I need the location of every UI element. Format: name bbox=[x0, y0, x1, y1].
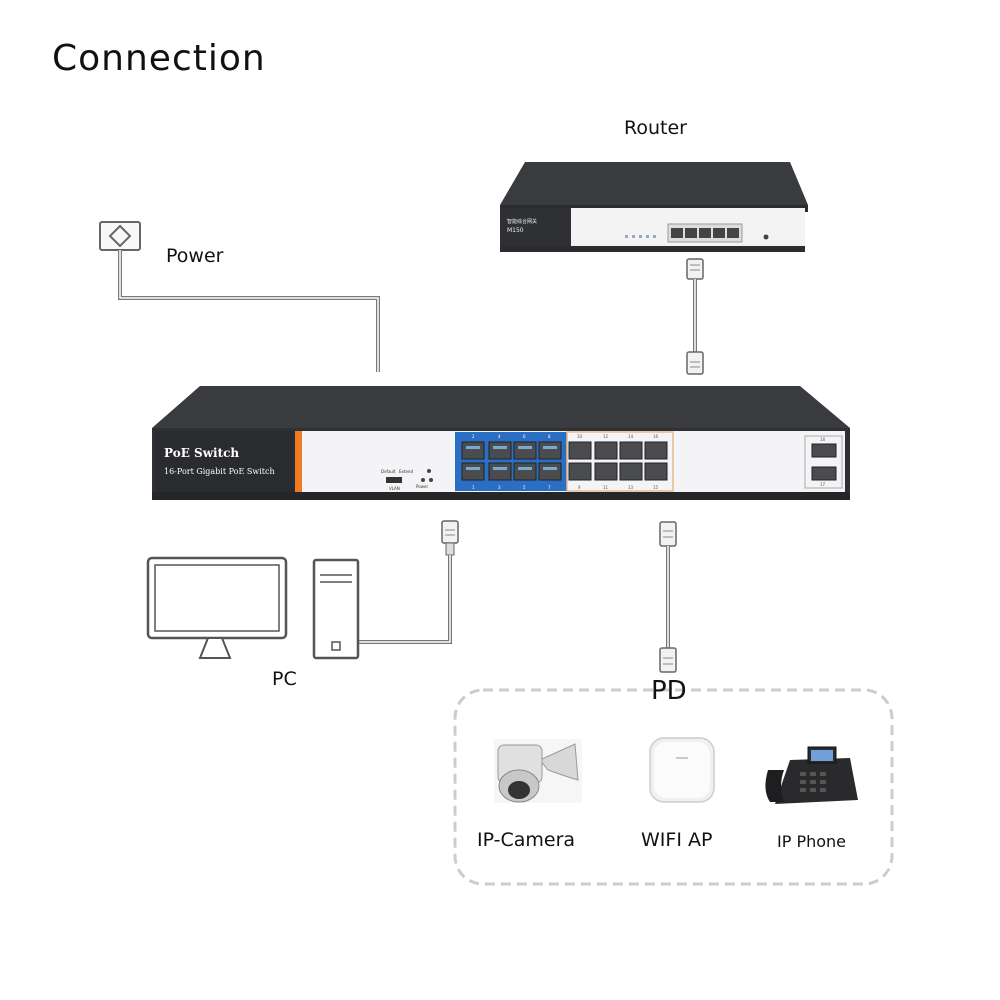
wifi-ap-icon bbox=[649, 737, 715, 803]
port-number: 18 bbox=[820, 437, 826, 442]
port-number: 6 bbox=[523, 434, 526, 439]
switch-label-vlan: VLAN bbox=[389, 486, 400, 491]
port-number: 15 bbox=[653, 485, 659, 490]
port-number: 5 bbox=[523, 485, 526, 490]
ip-camera-label: IP-Camera bbox=[477, 829, 576, 851]
port-number: 14 bbox=[628, 434, 634, 439]
power-label: Power bbox=[166, 245, 224, 267]
port-number: 2 bbox=[472, 434, 475, 439]
computer-tower-icon bbox=[312, 558, 360, 660]
power-outlet-icon bbox=[99, 221, 141, 251]
router-model: M150 bbox=[507, 227, 524, 234]
pc-label: PC bbox=[272, 668, 297, 690]
ip-phone-icon bbox=[765, 746, 858, 804]
port-number: 10 bbox=[577, 434, 583, 439]
port-number: 3 bbox=[498, 485, 501, 490]
switch-label-power: Power bbox=[416, 484, 428, 489]
port-number: 9 bbox=[578, 485, 581, 490]
page-title: Connection bbox=[52, 38, 266, 79]
port-number: 7 bbox=[548, 485, 551, 490]
switch-model: 16-Port Gigabit PoE Switch bbox=[164, 467, 275, 476]
port-number: 11 bbox=[603, 485, 609, 490]
router-label: Router bbox=[624, 117, 687, 139]
pc-cable bbox=[358, 520, 459, 644]
pd-cable bbox=[659, 521, 677, 673]
port-number: 1 bbox=[472, 485, 475, 490]
poe-switch-device bbox=[152, 386, 850, 500]
switch-label-extend: Extend bbox=[399, 469, 413, 474]
switch-name: PoE Switch bbox=[164, 446, 239, 460]
monitor-icon bbox=[146, 556, 288, 659]
ip-phone-label: IP Phone bbox=[777, 832, 847, 851]
port-number: 8 bbox=[548, 434, 551, 439]
router-brand: 智能综合网关 bbox=[507, 218, 537, 225]
port-number: 12 bbox=[603, 434, 609, 439]
port-number: 16 bbox=[653, 434, 659, 439]
port-number: 13 bbox=[628, 485, 634, 490]
ip-camera-icon bbox=[494, 739, 582, 803]
port-number: 4 bbox=[498, 434, 501, 439]
power-cable bbox=[118, 250, 380, 372]
wifi-ap-label: WIFI AP bbox=[641, 829, 713, 851]
switch-label-default: Default bbox=[381, 469, 396, 474]
router-cable bbox=[686, 258, 704, 375]
pd-label: PD bbox=[651, 676, 687, 706]
router-device bbox=[500, 162, 808, 252]
port-number: 17 bbox=[820, 482, 826, 487]
